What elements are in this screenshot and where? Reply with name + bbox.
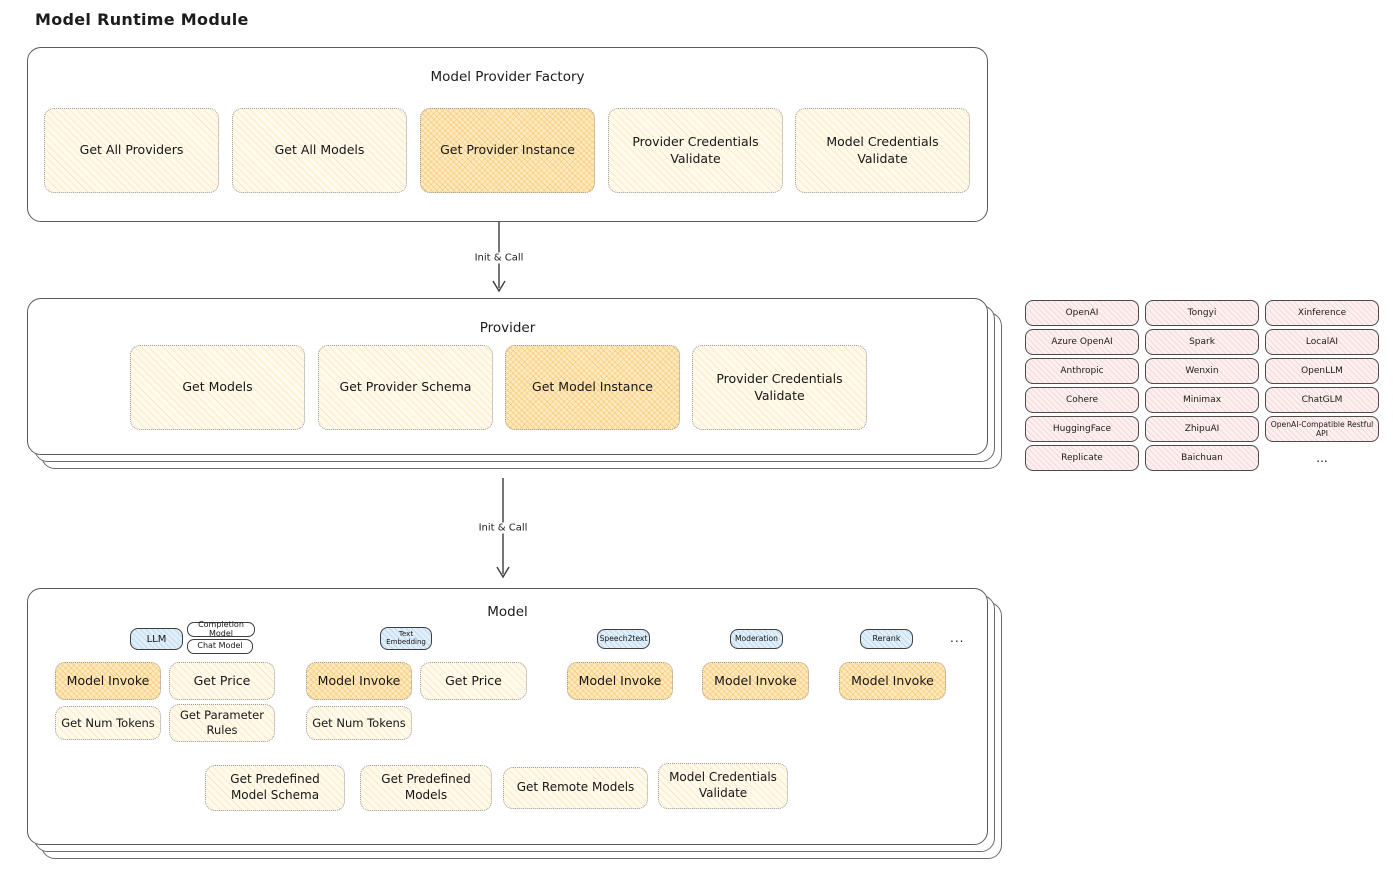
node-get-all-providers: Get All Providers [44, 108, 219, 193]
node-model-invoke-speech2text: Model Invoke [567, 662, 673, 700]
node-label: Get Predefined Model Schema [230, 772, 320, 802]
node-label: Model Credentials Validate [826, 134, 939, 166]
tag-moderation: Moderation [730, 629, 783, 649]
provider-chip-openai: OpenAI [1025, 300, 1139, 326]
tag-speech2text: Speech2text [597, 629, 650, 649]
node-label: Model Invoke [714, 672, 797, 688]
node-get-provider-instance: Get Provider Instance [420, 108, 595, 193]
provider-chip-huggingface: HuggingFace [1025, 416, 1139, 442]
node-label: Model Invoke [66, 672, 150, 688]
provider-chip-localai: LocalAI [1265, 329, 1379, 355]
node-label: Get All Providers [79, 142, 184, 158]
node-get-price-embedding: Get Price [420, 662, 527, 700]
node-get-models: Get Models [130, 345, 305, 430]
provider-chip-chatglm: ChatGLM [1265, 387, 1379, 413]
node-get-all-models: Get All Models [232, 108, 407, 193]
node-label: Get Model Instance [532, 379, 653, 395]
providers-ellipsis: ... [1316, 451, 1328, 465]
node-get-num-tokens-llm: Get Num Tokens [55, 706, 161, 740]
provider-chip-baichuan: Baichuan [1145, 445, 1259, 471]
node-model-invoke-moderation: Model Invoke [702, 662, 809, 700]
tag-text-embedding: Text Embedding [380, 627, 432, 650]
node-model-credentials-validate: Model Credentials Validate [795, 108, 970, 193]
node-model-invoke-rerank: Model Invoke [839, 662, 946, 700]
node-label: Model Credentials Validate [669, 770, 777, 800]
model-types-ellipsis: ... [950, 631, 965, 645]
node-label: Get Predefined Models [381, 772, 471, 802]
arrow-label-init-call-2: Init & Call [474, 522, 532, 534]
provider-title: Provider [479, 320, 536, 336]
node-label: Get All Models [274, 142, 365, 158]
provider-chip-anthropic: Anthropic [1025, 358, 1139, 384]
node-get-parameter-rules: Get Parameter Rules [169, 704, 275, 742]
tag-chat-model: Chat Model [187, 639, 253, 654]
node-label: Get Num Tokens [312, 715, 406, 730]
node-get-price-llm: Get Price [169, 662, 275, 700]
node-label: Get Provider Schema [339, 379, 472, 395]
provider-chip-wenxin: Wenxin [1145, 358, 1259, 384]
node-get-predefined-model-schema: Get Predefined Model Schema [205, 765, 345, 811]
node-model-invoke-llm: Model Invoke [55, 662, 161, 700]
arrow-label-init-call-1: Init & Call [470, 252, 528, 264]
tag-rerank: Rerank [860, 629, 913, 649]
tag-llm: LLM [130, 628, 183, 650]
node-get-predefined-models: Get Predefined Models [360, 765, 492, 811]
provider-chip-replicate: Replicate [1025, 445, 1139, 471]
provider-chip-zhipuai: ZhipuAI [1145, 416, 1259, 442]
node-get-provider-schema: Get Provider Schema [318, 345, 493, 430]
node-get-remote-models: Get Remote Models [503, 767, 648, 809]
node-label: Provider Credentials Validate [716, 371, 843, 403]
node-label: Get Provider Instance [440, 142, 575, 158]
page-title: Model Runtime Module [35, 10, 249, 29]
node-label: Model Invoke [578, 672, 662, 688]
node-provider-credentials-validate-2: Provider Credentials Validate [692, 345, 867, 430]
provider-chip-cohere: Cohere [1025, 387, 1139, 413]
provider-chip-openai-compatible: OpenAI-Compatible Restful API [1265, 416, 1379, 442]
node-label: Get Price [193, 672, 251, 688]
provider-chip-openllm: OpenLLM [1265, 358, 1379, 384]
provider-chip-spark: Spark [1145, 329, 1259, 355]
node-label: Provider Credentials Validate [632, 134, 759, 166]
provider-chip-tongyi: Tongyi [1145, 300, 1259, 326]
node-model-credentials-validate-2: Model Credentials Validate [658, 763, 788, 809]
node-label: Model Invoke [317, 672, 401, 688]
node-label: Get Price [445, 672, 502, 688]
node-provider-credentials-validate: Provider Credentials Validate [608, 108, 783, 193]
tag-completion-model: Completion Model [187, 620, 255, 637]
node-get-model-instance: Get Model Instance [505, 345, 680, 430]
node-model-invoke-embedding: Model Invoke [306, 662, 412, 700]
factory-title: Model Provider Factory [430, 69, 585, 85]
node-label: Model Invoke [851, 672, 934, 688]
provider-chip-minimax: Minimax [1145, 387, 1259, 413]
node-label: Get Parameter Rules [180, 708, 264, 737]
node-label: Get Num Tokens [61, 715, 155, 730]
provider-chip-azure-openai: Azure OpenAI [1025, 329, 1139, 355]
node-label: Get Models [182, 379, 253, 395]
providers-grid: OpenAI Tongyi Xinference Azure OpenAI Sp… [1025, 300, 1379, 471]
node-get-num-tokens-embedding: Get Num Tokens [306, 706, 412, 740]
provider-chip-xinference: Xinference [1265, 300, 1379, 326]
model-title: Model [487, 604, 528, 620]
node-label: Get Remote Models [516, 780, 635, 795]
